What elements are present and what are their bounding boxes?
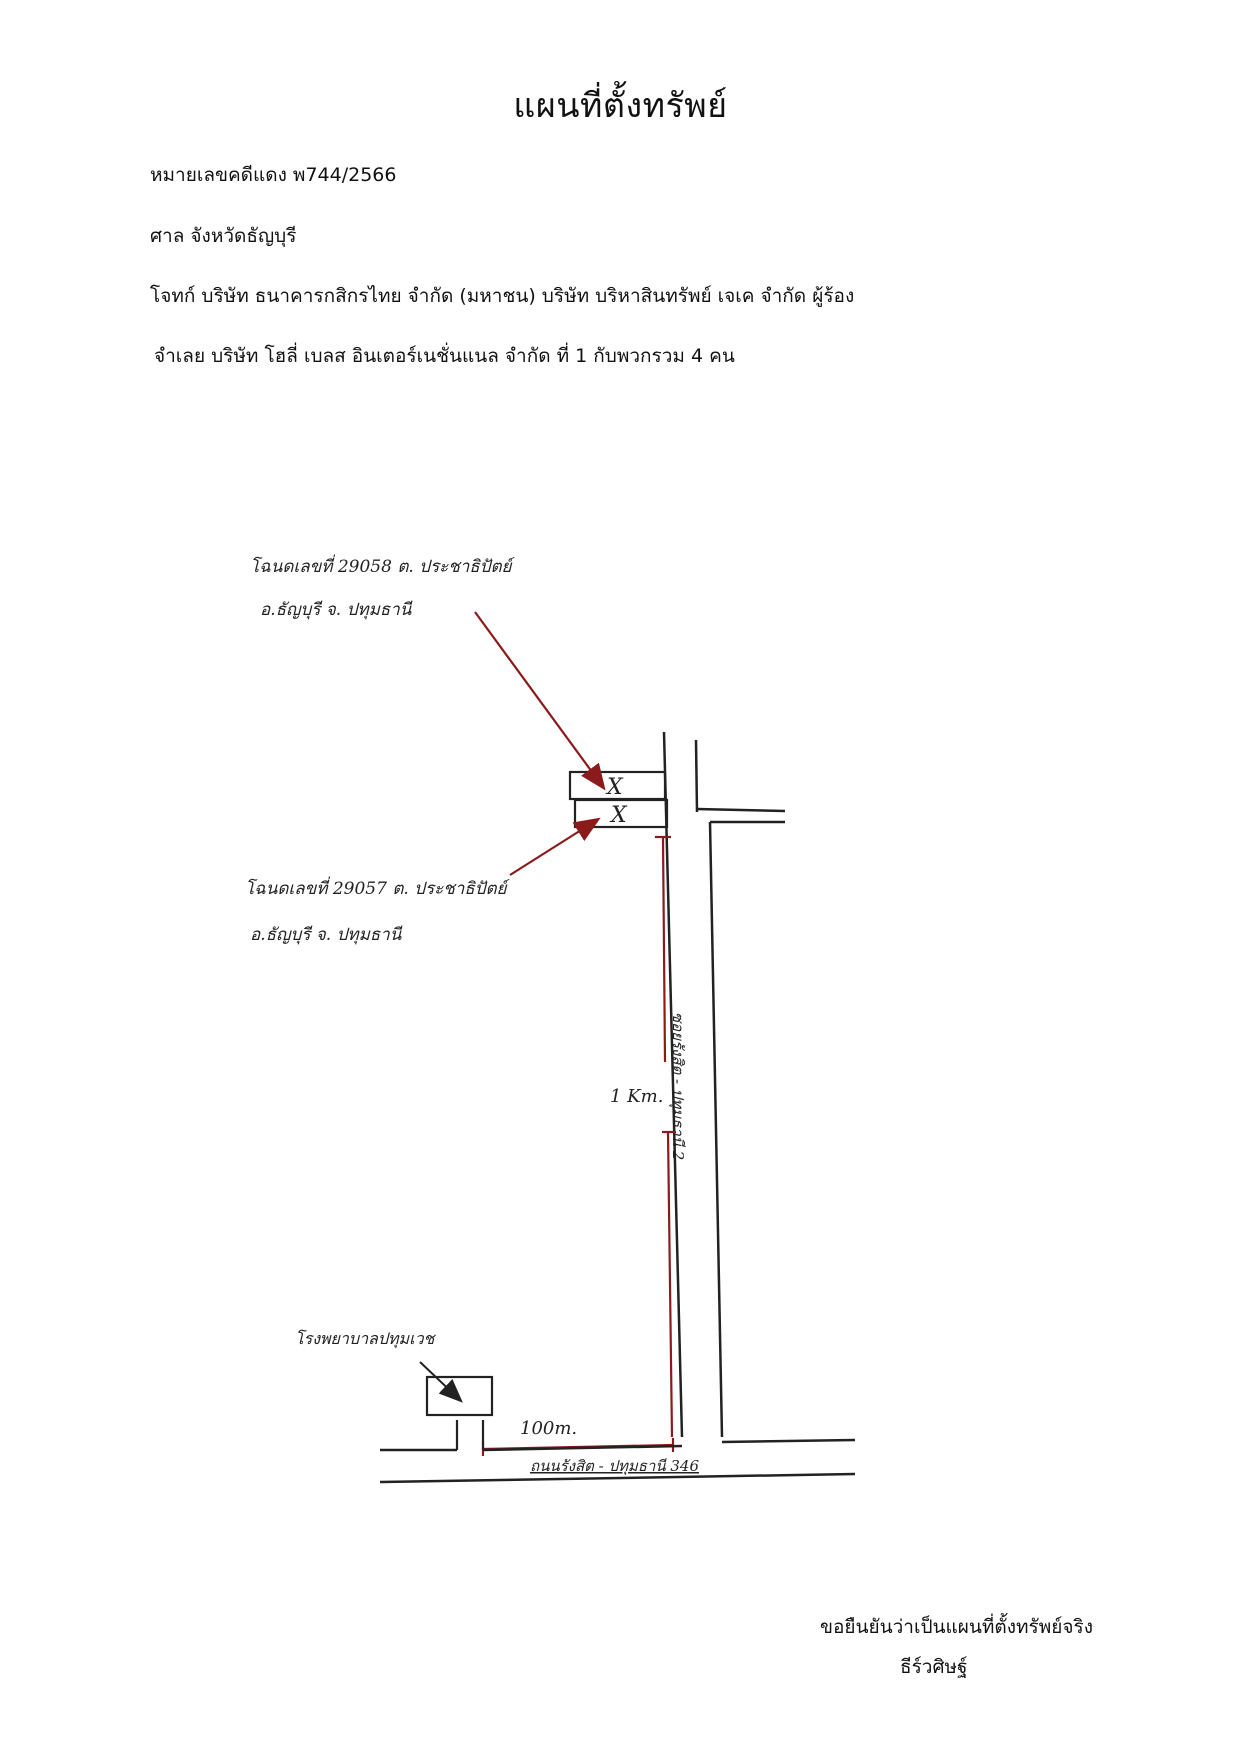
- main-road-top-right: [721, 1438, 856, 1444]
- plot-mark-1: X: [605, 775, 624, 800]
- main-road-bottom: [379, 1472, 856, 1484]
- plot-mark-2: X: [609, 803, 628, 828]
- deed-29058-line-1: โฉนดเลขที่ 29058 ต. ประชาธิปัตย์: [250, 554, 515, 577]
- distance-1km-line-lower: [666, 1131, 674, 1438]
- hospital-label: โรงพยาบาลปทุมเวช: [295, 1329, 437, 1349]
- side-road-top: [696, 807, 786, 813]
- soi-road-name: ซอยรังสิต - ปทุมธานี 2: [669, 1012, 687, 1160]
- signatory-name: ธีร์วศิษฐ์: [900, 1656, 968, 1678]
- main-road-name: ถนนรังสิต - ปทุมธานี 346: [530, 1457, 699, 1475]
- deed-29057-line-1: โฉนดเลขที่ 29057 ต. ประชาธิปัตย์: [245, 876, 510, 899]
- court-name: ศาล จังหวัดธัญบุรี: [150, 225, 297, 247]
- defendant-line: จำเลย บริษัท โฮลี่ เบลส อินเตอร์เนชั่นแน…: [154, 345, 735, 367]
- plot-29057: [573, 798, 669, 829]
- deed-29058-line-2: อ.ธัญบุรี จ. ปทุมธานี: [260, 600, 414, 620]
- location-map: X X โฉนดเลขที่ 29058 ต. ประชาธิปัตย์ อ.ธ…: [145, 392, 1095, 1587]
- arrow-to-plot-29058: [474, 611, 606, 791]
- page-title: แผนที่ตั้งทรัพย์: [513, 86, 728, 126]
- deed-29057-line-2: อ.ธัญบุรี จ. ปทุมธานี: [250, 925, 404, 945]
- soi-road-right-edge: [708, 821, 724, 1438]
- main-road-top-mid: [482, 1444, 683, 1452]
- map-drawing: X X โฉนดเลขที่ 29058 ต. ประชาธิปัตย์ อ.ธ…: [245, 554, 856, 1484]
- red-case-number: หมายเลขคดีแดง พ744/2566: [150, 164, 397, 186]
- plaintiff-line: โจทก์ บริษัท ธนาคารกสิกรไทย จำกัด (มหาชน…: [150, 285, 855, 307]
- arrow-to-plot-29057: [509, 817, 601, 876]
- arrow-to-hospital: [419, 1361, 463, 1403]
- distance-100m-label: 100m.: [520, 1418, 577, 1439]
- hospital-building: [425, 1375, 494, 1417]
- confirmation-statement: ขอยืนยันว่าเป็นแผนที่ตั้งทรัพย์จริง: [820, 1616, 1094, 1638]
- distance-1km-label: 1 Km.: [610, 1086, 663, 1107]
- distance-1km-line-upper: [661, 836, 667, 1063]
- soi-road-left-edge: [662, 731, 684, 1438]
- soi-upper-right-edge: [694, 739, 699, 813]
